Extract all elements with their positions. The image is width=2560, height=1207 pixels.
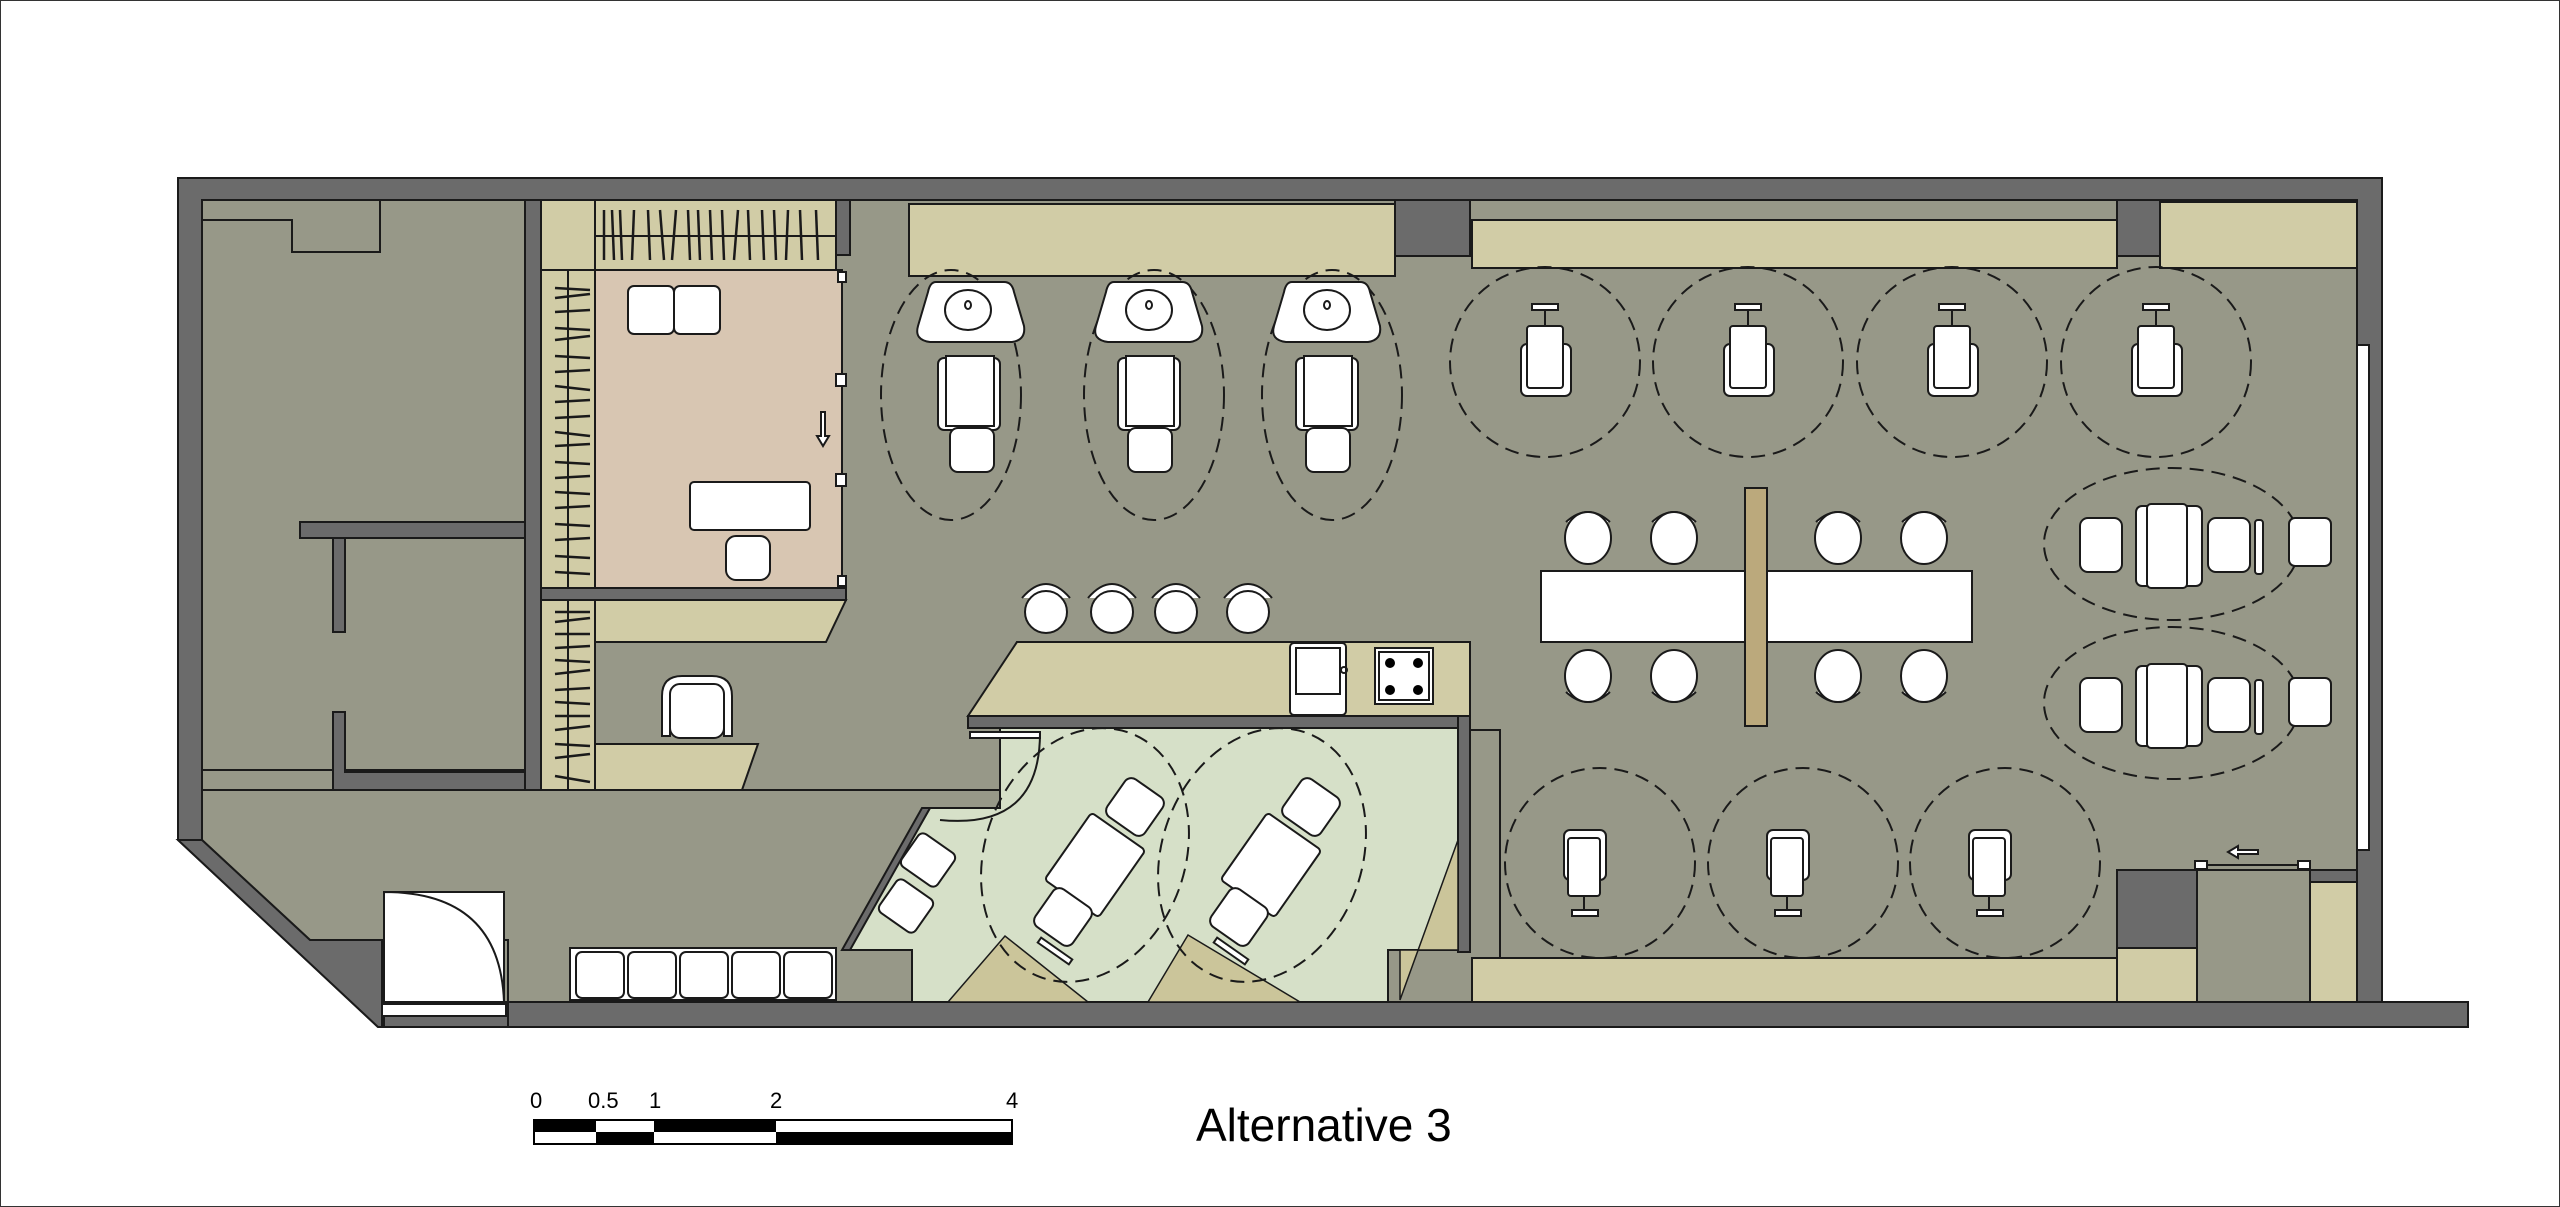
column bbox=[1394, 199, 1471, 257]
styling-chair[interactable] bbox=[1504, 767, 1696, 959]
office-armchair[interactable] bbox=[627, 285, 675, 335]
reception-desk[interactable] bbox=[594, 743, 760, 791]
wash-station-1[interactable] bbox=[880, 269, 1026, 521]
exterior-wall-chamfer bbox=[175, 839, 383, 1028]
scale-label-1: 1 bbox=[649, 1088, 662, 1113]
stool[interactable] bbox=[1900, 649, 1948, 703]
styling-chairs-top bbox=[1449, 266, 2252, 458]
styling-counter-bottom bbox=[1471, 957, 2118, 1003]
stool[interactable] bbox=[1564, 649, 1612, 703]
hanger-hatch-left bbox=[554, 286, 591, 576]
styling-counter-top bbox=[1471, 219, 2118, 269]
window bbox=[2356, 344, 2370, 851]
storage-wall bbox=[2116, 869, 2198, 949]
storage-closet bbox=[2196, 869, 2311, 1003]
stool[interactable] bbox=[1900, 511, 1948, 565]
bar-stools bbox=[1021, 583, 1273, 634]
styling-chairs-bottom bbox=[1504, 767, 2101, 959]
partition-wall bbox=[332, 537, 346, 633]
styling-chair[interactable] bbox=[1652, 266, 1844, 458]
scale-label-2: 2 bbox=[770, 1088, 783, 1113]
scale-label-4: 4 bbox=[1006, 1088, 1019, 1113]
stool[interactable] bbox=[1564, 511, 1612, 565]
stool[interactable] bbox=[1650, 649, 1698, 703]
styling-counter-corner bbox=[2159, 201, 2358, 269]
scale-label-0-5: 0.5 bbox=[588, 1088, 619, 1113]
stove[interactable] bbox=[1374, 647, 1434, 705]
hanger-hatch-top bbox=[602, 209, 820, 261]
bar-stool[interactable] bbox=[1021, 583, 1071, 634]
pedicure-station-2[interactable] bbox=[2043, 626, 2332, 780]
styling-chair[interactable] bbox=[1856, 266, 2048, 458]
treatment-east-wall bbox=[1457, 715, 1471, 953]
stool[interactable] bbox=[1814, 649, 1862, 703]
treatment-bench[interactable] bbox=[877, 831, 958, 935]
treatment-cabinet bbox=[946, 934, 1091, 1003]
wardrobe-corner bbox=[540, 199, 596, 271]
bar-stool[interactable] bbox=[1223, 583, 1273, 634]
bar-stool[interactable] bbox=[1151, 583, 1201, 634]
office-desk[interactable] bbox=[689, 481, 811, 531]
manicure-stools bbox=[1564, 511, 1948, 703]
drawing-title: Alternative 3 bbox=[1196, 1099, 1452, 1151]
kitchen-wall bbox=[967, 715, 1471, 729]
scale-bar bbox=[533, 1119, 1013, 1145]
partition-wall bbox=[524, 199, 542, 796]
waiting-bench[interactable] bbox=[569, 947, 837, 1001]
office-south-wall bbox=[540, 587, 847, 601]
wash-station-2[interactable] bbox=[1083, 269, 1225, 521]
partition-wall bbox=[299, 521, 526, 539]
styling-chair[interactable] bbox=[1909, 767, 2101, 959]
wash-counter bbox=[908, 203, 1396, 277]
storage-wall bbox=[2309, 869, 2358, 883]
left-upper-room-floor bbox=[201, 199, 526, 771]
treatment-door-leaf[interactable] bbox=[969, 731, 1041, 739]
office-armchair[interactable] bbox=[673, 285, 721, 335]
center-post bbox=[1744, 487, 1768, 727]
treatment-cabinet bbox=[1399, 839, 1459, 1001]
bar-stool[interactable] bbox=[1087, 583, 1137, 634]
stool[interactable] bbox=[1650, 511, 1698, 565]
hanger-hatch-reception bbox=[554, 610, 591, 784]
office-east-wall-stub bbox=[835, 199, 851, 256]
styling-chair[interactable] bbox=[2060, 266, 2252, 458]
sliding-arrow-icon bbox=[815, 411, 831, 448]
styling-chair[interactable] bbox=[1449, 266, 1641, 458]
stool[interactable] bbox=[1814, 511, 1862, 565]
wash-stations bbox=[880, 269, 1403, 521]
storage-cabinet bbox=[2309, 881, 2358, 1003]
south-wall bbox=[507, 1001, 2469, 1028]
treatment-west-wall bbox=[840, 807, 932, 951]
treatment-door-swing bbox=[939, 732, 1041, 822]
column bbox=[2116, 199, 2161, 257]
sliding-arrow-icon bbox=[2226, 844, 2259, 860]
pedicure-station-1[interactable] bbox=[2043, 467, 2332, 621]
reception-shelf bbox=[594, 599, 848, 643]
treatment-cabinet bbox=[1146, 933, 1303, 1003]
storage-cabinet bbox=[2116, 947, 2198, 1003]
scale-label-0: 0 bbox=[530, 1088, 543, 1113]
entrance-door[interactable] bbox=[383, 890, 506, 1003]
treatment-chair-2[interactable] bbox=[1124, 699, 1401, 1012]
office-chair[interactable] bbox=[725, 535, 771, 581]
styling-chair[interactable] bbox=[1707, 767, 1899, 959]
kitchen-sink[interactable] bbox=[1289, 642, 1347, 716]
treatment-chair-1[interactable] bbox=[947, 699, 1224, 1012]
wash-station-3[interactable] bbox=[1261, 269, 1403, 521]
